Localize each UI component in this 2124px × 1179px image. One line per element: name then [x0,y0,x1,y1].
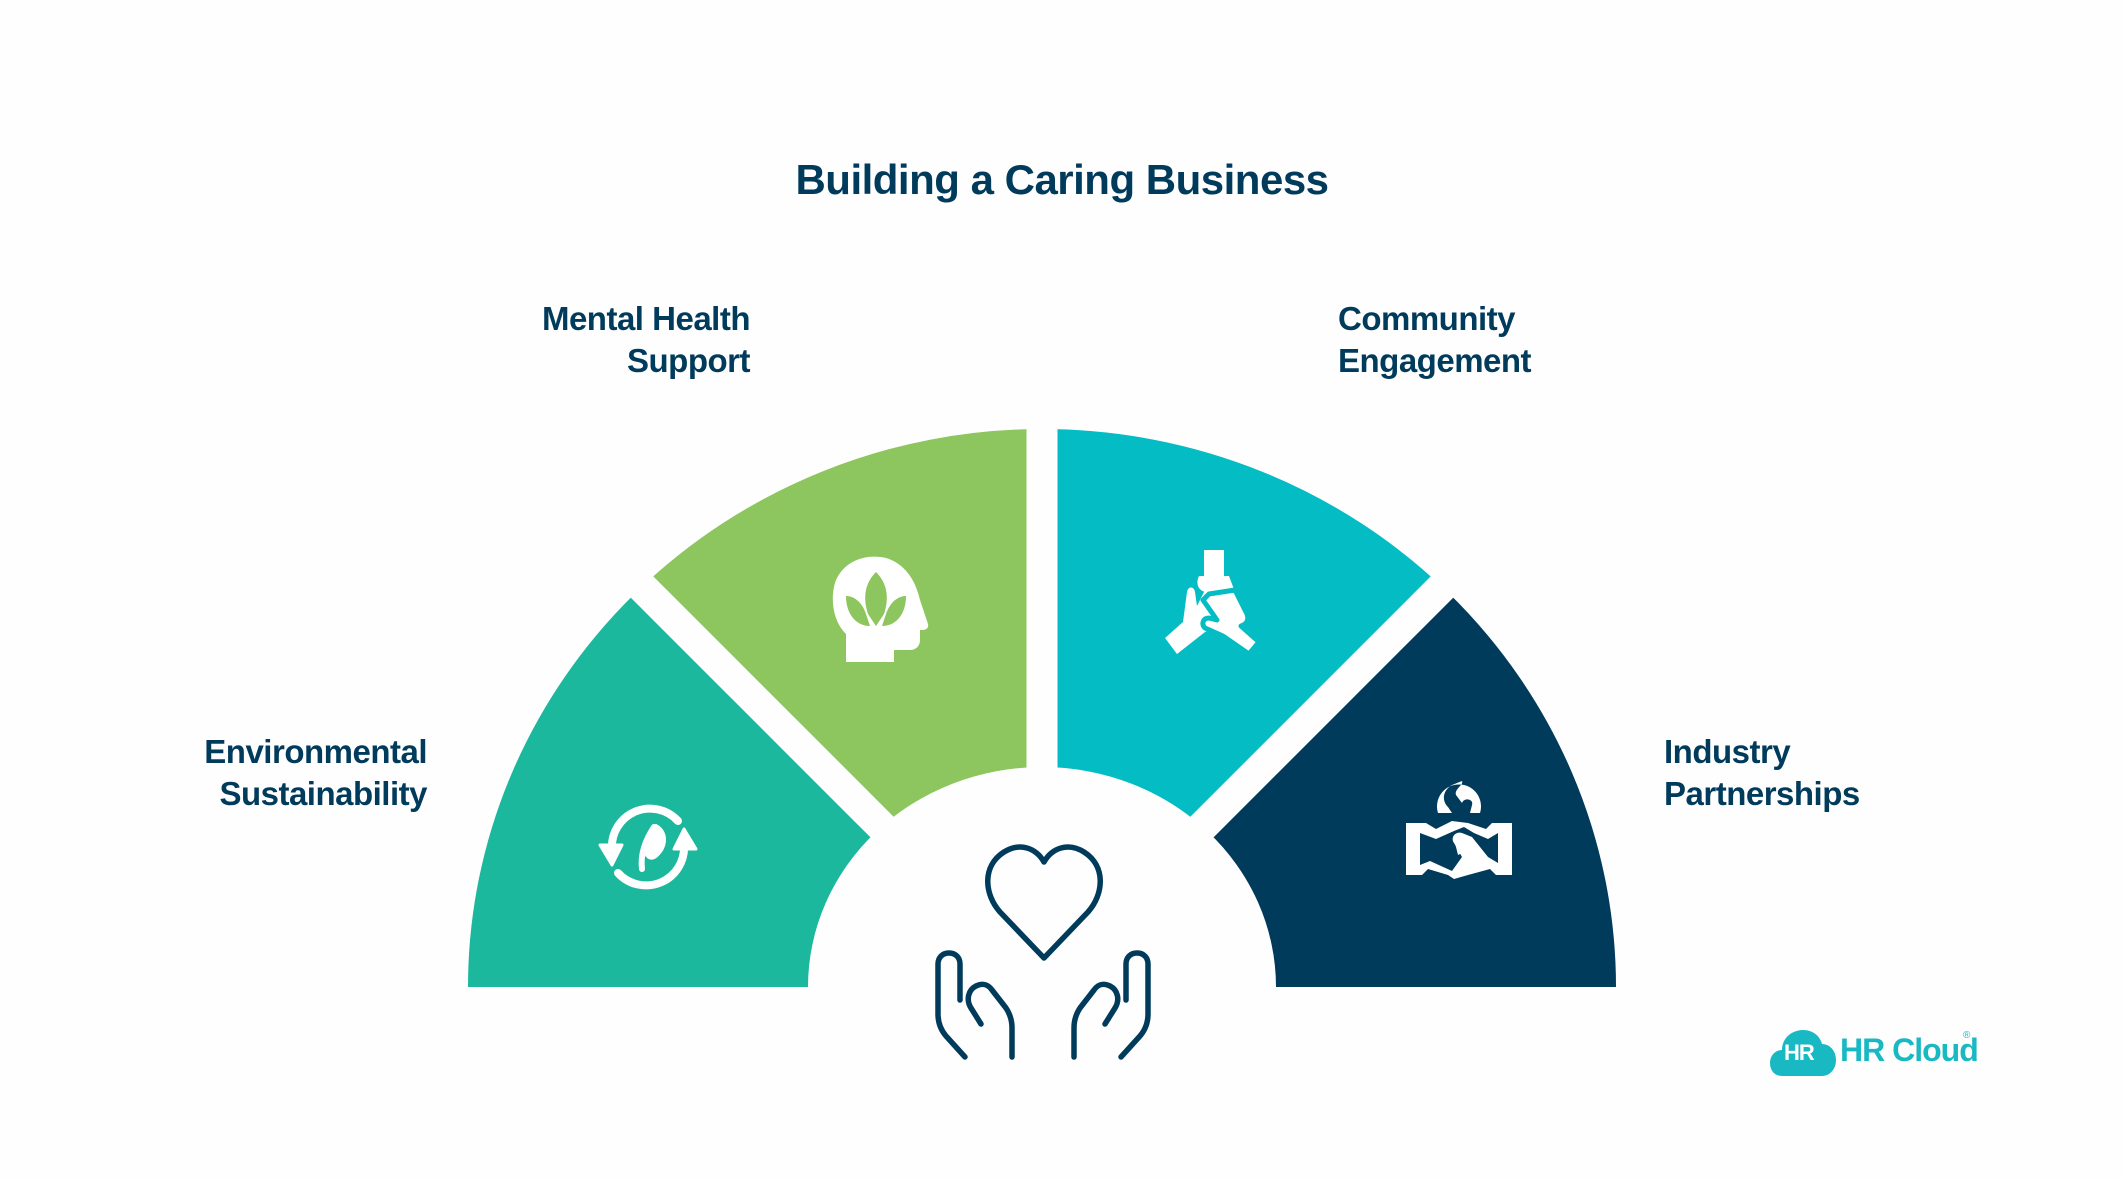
handshake-globe-icon [1406,781,1512,879]
segment-mental-health [636,429,1042,832]
registered-mark: ® [1963,1030,1971,1041]
page-title: Building a Caring Business [795,156,1329,203]
label-line: Sustainability [219,775,427,812]
label-line: Engagement [1338,342,1532,379]
label-environmental: Environmental Sustainability [105,731,427,815]
label-community: Community Engagement [1338,298,1658,382]
label-line: Industry [1664,733,1791,770]
hr-cloud-logo: HR HR Cloud ® [1770,1028,1979,1078]
head-lotus-icon [832,556,929,662]
recycle-leaf-icon [598,804,698,890]
label-line: Partnerships [1664,775,1860,812]
segment-industry [1207,592,1616,987]
segment-environmental [468,592,877,987]
label-line: Community [1338,300,1516,337]
label-line: Environmental [204,733,427,770]
segment-gaps [589,400,1495,998]
label-line: Support [627,342,750,379]
label-line: Mental Health [541,300,751,337]
label-industry: Industry Partnerships [1664,731,1984,815]
logo-text: HR Cloud [1840,1032,1979,1068]
cloud-icon [1770,1030,1836,1076]
hands-heart-icon [935,844,1151,1060]
label-mental-health: Mental Health Support [430,298,751,382]
joined-hands-icon [1165,550,1262,657]
logo-badge: HR [1784,1040,1815,1065]
